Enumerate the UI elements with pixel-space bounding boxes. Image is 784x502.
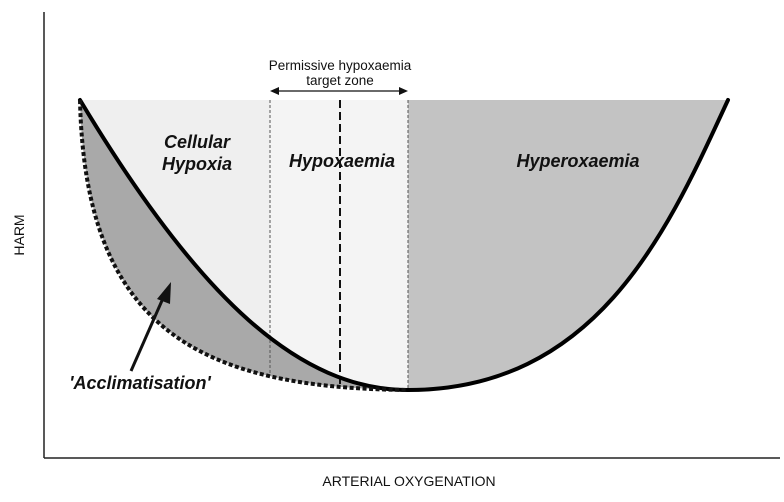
acclimatisation-curve [78, 99, 409, 392]
y-axis-label: HARM [11, 214, 27, 255]
target-zone-label-line1: Permissive hypoxaemia [269, 58, 412, 73]
target-zone-label-line2: target zone [306, 73, 374, 88]
hyperoxaemia-region [408, 100, 728, 390]
hypoxaemia-label: Hypoxaemia [289, 151, 395, 171]
below-curve-area [80, 100, 408, 390]
below-curve-area-right [408, 100, 728, 390]
cellular-hypoxia-label-line1: Cellular [164, 132, 231, 152]
acclimatisation-arrow-head [157, 282, 171, 304]
cellular-hypoxia-label-line2: Hypoxia [162, 154, 232, 174]
harm-curve [78, 98, 730, 393]
hyperoxaemia-label: Hyperoxaemia [516, 151, 639, 171]
x-axis-label: ARTERIAL OXYGENATION [322, 473, 495, 489]
target-zone-arrow-right-head [399, 87, 408, 95]
target-zone-arrow-left-head [270, 87, 279, 95]
acclimatisation-region [80, 100, 408, 390]
acclimatisation-arrow-line [129, 295, 166, 372]
acclimatisation-label: 'Acclimatisation' [69, 373, 211, 393]
